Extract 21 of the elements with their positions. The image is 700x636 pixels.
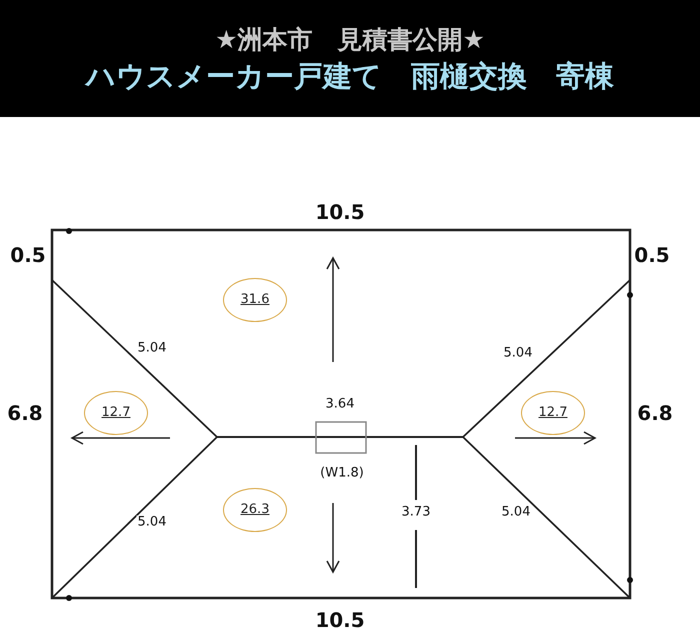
area-value: 12.7	[102, 404, 130, 422]
area-value: 31.6	[240, 291, 270, 310]
dimension-label: 3.64	[324, 398, 356, 410]
dimension-label: 6.8	[636, 403, 674, 423]
area-ellipse	[84, 391, 148, 435]
subtitle: ハウスメーカー戸建て 雨樋交換 寄棟	[86, 62, 614, 90]
dimension-label: 5.04	[502, 346, 534, 360]
dimension-label: 0.5	[633, 245, 671, 265]
dimension-label: 5.04	[136, 516, 168, 528]
dimension-label: (W1.8)	[319, 466, 365, 480]
dimension-label: 6.8	[6, 403, 44, 423]
area-value: 12.7	[538, 404, 568, 422]
dimension-label: 5.04	[136, 342, 168, 354]
area-ellipse	[223, 278, 287, 322]
dimension-label: 0.5	[9, 245, 47, 265]
area-ellipse	[223, 488, 287, 532]
dimension-label: 3.73	[400, 506, 432, 518]
title: ★洲本市 見積書公開★	[215, 26, 485, 52]
area-value: 26.3	[240, 501, 270, 520]
area-ellipse	[521, 391, 585, 435]
dimension-label: 5.04	[500, 506, 532, 518]
